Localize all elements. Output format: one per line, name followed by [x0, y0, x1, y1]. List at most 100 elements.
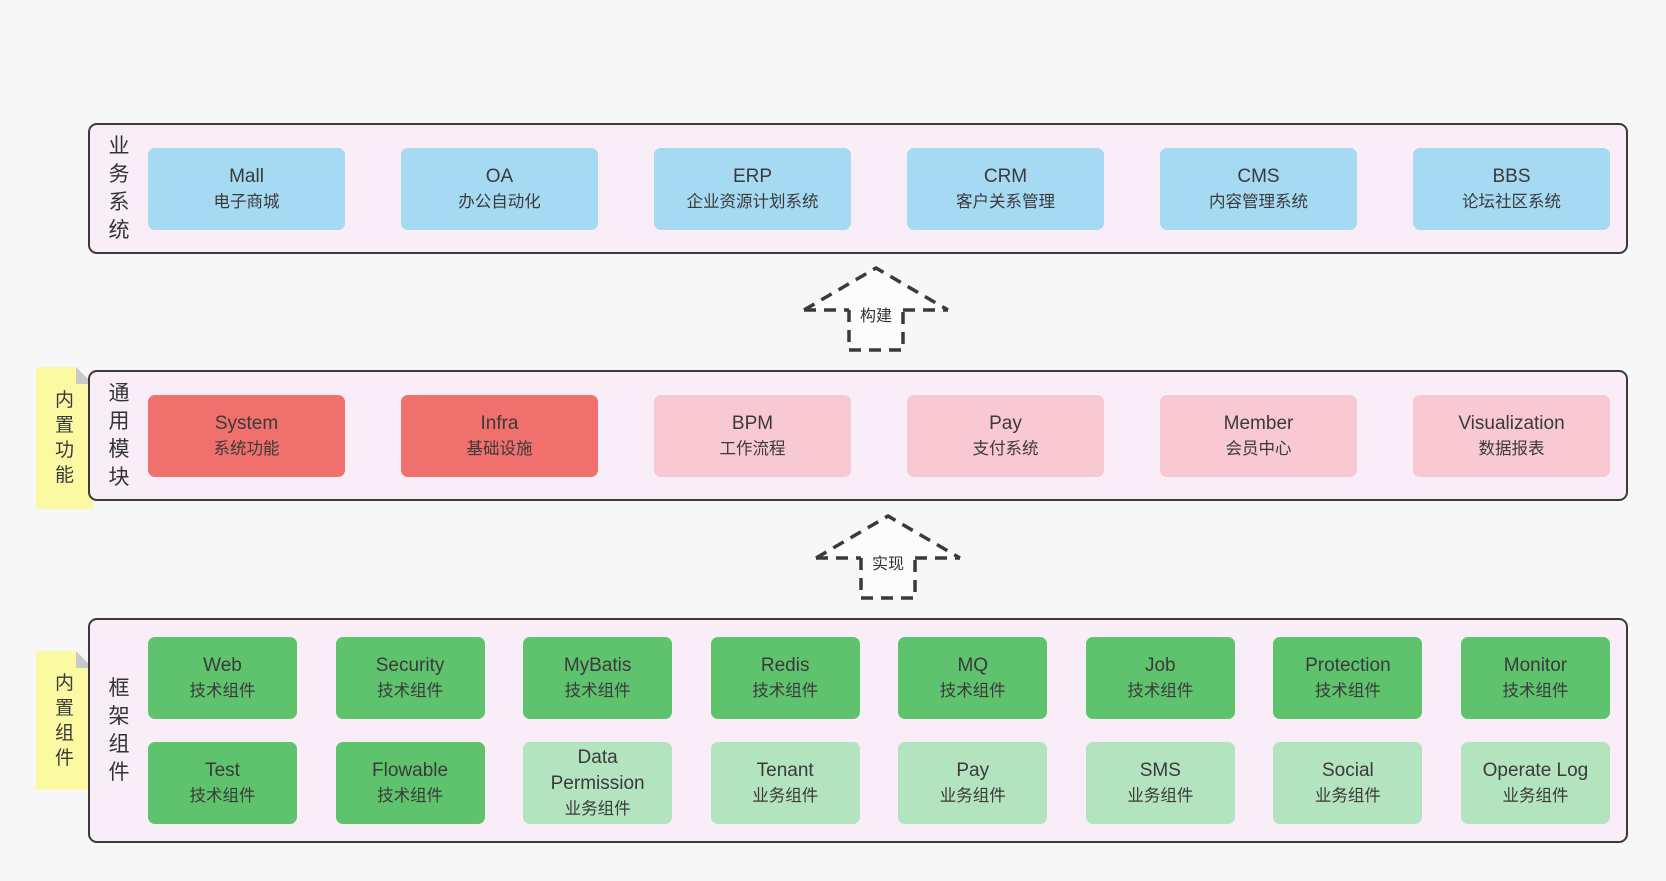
- box-title: SMS: [1139, 760, 1181, 781]
- box-flowable: Flowable 技术组件: [335, 742, 485, 824]
- box-title: Flowable: [372, 760, 449, 781]
- box-sms: SMS 业务组件: [1085, 742, 1235, 824]
- box-test: Test 技术组件: [148, 742, 297, 824]
- framework-grid: Web 技术组件 Security 技术组件 MyBatis 技术组件 Redi…: [148, 620, 1626, 841]
- layer-label: 业务系统: [90, 125, 148, 252]
- box-title: Pay: [989, 412, 1022, 434]
- box-redis: Redis 技术组件: [710, 637, 860, 719]
- box-title: ERP: [732, 165, 773, 187]
- box-title: Pay: [956, 760, 990, 781]
- box-subtitle: 办公自动化: [458, 192, 541, 211]
- box-title: Social: [1322, 760, 1374, 781]
- box-web: Web 技术组件: [148, 637, 297, 719]
- box-subtitle: 技术组件: [377, 682, 444, 700]
- box-crm: CRM 客户关系管理: [907, 147, 1104, 230]
- box-subtitle: 企业资源计划系统: [686, 192, 819, 211]
- box-subtitle: 技术组件: [1314, 682, 1381, 700]
- implement-arrow-label: 实现: [872, 555, 904, 573]
- sticky-note-built-in-components: 内置组件: [36, 651, 93, 790]
- box-title: Redis: [760, 655, 810, 676]
- box-title: MyBatis: [563, 655, 632, 676]
- box-title: CMS: [1237, 165, 1280, 187]
- box-operate-log: Operate Log 业务组件: [1460, 742, 1610, 824]
- box-subtitle: 技术组件: [1502, 682, 1569, 700]
- box-subtitle: 内容管理系统: [1209, 192, 1308, 211]
- box-title: Mall: [229, 165, 264, 187]
- framework-row-bottom: Test 技术组件 Flowable 技术组件 Data Permission …: [148, 742, 1610, 824]
- box-title: MQ: [957, 655, 989, 676]
- box-mybatis: MyBatis 技术组件: [523, 637, 673, 719]
- box-subtitle: 基础设施: [466, 439, 533, 458]
- box-job: Job 技术组件: [1085, 637, 1235, 719]
- build-arrow-icon: 构建: [803, 265, 949, 352]
- box-erp: ERP 企业资源计划系统: [654, 147, 851, 230]
- box-subtitle: 客户关系管理: [956, 192, 1055, 211]
- box-subtitle: 会员中心: [1225, 439, 1292, 458]
- box-bpm: BPM 工作流程: [654, 394, 851, 477]
- box-title: Test: [205, 760, 240, 781]
- box-title: System: [214, 412, 279, 434]
- box-title: Web: [203, 655, 242, 676]
- sticky-note-label: 内置组件: [54, 672, 74, 769]
- module-boxes: System 系统功能 Infra 基础设施 BPM 工作流程 Pay 支付系统…: [148, 372, 1626, 499]
- box-mall: Mall 电子商城: [148, 147, 345, 230]
- box-title: Data Permission: [550, 747, 645, 794]
- box-title: Visualization: [1458, 412, 1565, 434]
- box-oa: OA 办公自动化: [401, 147, 598, 230]
- box-subtitle: 业务组件: [564, 800, 631, 818]
- layer-label-text: 框架组件: [108, 676, 130, 784]
- layer-label: 框架组件: [90, 620, 148, 841]
- box-pay-component: Pay 业务组件: [898, 742, 1048, 824]
- box-subtitle: 技术组件: [564, 682, 631, 700]
- box-system: System 系统功能: [148, 394, 345, 477]
- box-title: Protection: [1305, 655, 1391, 676]
- box-subtitle: 技术组件: [752, 682, 819, 700]
- implement-arrow-icon: 实现: [815, 513, 961, 600]
- sticky-note-built-in-features: 内置功能: [36, 367, 93, 509]
- box-title: BPM: [731, 412, 774, 434]
- box-subtitle: 数据报表: [1478, 439, 1545, 458]
- sticky-note-label: 内置功能: [54, 390, 74, 486]
- box-title: Monitor: [1503, 655, 1568, 676]
- box-title: BBS: [1492, 165, 1531, 187]
- layer-label: 通用模块: [90, 372, 148, 499]
- box-title: Job: [1144, 655, 1176, 676]
- box-monitor: Monitor 技术组件: [1460, 637, 1610, 719]
- business-boxes: Mall 电子商城 OA 办公自动化 ERP 企业资源计划系统 CRM 客户关系…: [148, 125, 1626, 252]
- box-data-permission: Data Permission 业务组件: [523, 742, 673, 824]
- box-title: Infra: [480, 412, 519, 434]
- box-subtitle: 业务组件: [939, 787, 1006, 805]
- box-subtitle: 工作流程: [719, 439, 786, 458]
- box-subtitle: 业务组件: [752, 787, 819, 805]
- layer-framework-components: 框架组件 Web 技术组件 Security 技术组件 MyBatis 技术组件…: [88, 618, 1628, 843]
- build-arrow-label: 构建: [860, 307, 892, 325]
- layer-common-modules: 通用模块 System 系统功能 Infra 基础设施 BPM 工作流程 Pay…: [88, 370, 1628, 501]
- box-title: CRM: [983, 165, 1028, 187]
- framework-row-top: Web 技术组件 Security 技术组件 MyBatis 技术组件 Redi…: [148, 637, 1610, 719]
- box-subtitle: 技术组件: [189, 787, 256, 805]
- box-security: Security 技术组件: [335, 637, 485, 719]
- box-subtitle: 技术组件: [377, 787, 444, 805]
- box-infra: Infra 基础设施: [401, 394, 598, 477]
- box-protection: Protection 技术组件: [1273, 637, 1423, 719]
- box-title: Security: [375, 655, 445, 676]
- box-subtitle: 技术组件: [189, 682, 256, 700]
- box-cms: CMS 内容管理系统: [1160, 147, 1357, 230]
- box-title: Operate Log: [1482, 760, 1589, 781]
- layer-label-text: 业务系统: [108, 134, 130, 242]
- box-subtitle: 系统功能: [213, 439, 280, 458]
- box-subtitle: 技术组件: [939, 682, 1006, 700]
- box-tenant: Tenant 业务组件: [710, 742, 860, 824]
- box-subtitle: 业务组件: [1502, 787, 1569, 805]
- box-subtitle: 业务组件: [1127, 787, 1194, 805]
- box-title: Member: [1223, 412, 1294, 434]
- box-visualization: Visualization 数据报表: [1413, 394, 1610, 477]
- box-subtitle: 业务组件: [1314, 787, 1381, 805]
- box-bbs: BBS 论坛社区系统: [1413, 147, 1610, 230]
- box-subtitle: 电子商城: [213, 192, 280, 211]
- box-pay-system: Pay 支付系统: [907, 394, 1104, 477]
- box-subtitle: 支付系统: [972, 439, 1039, 458]
- box-social: Social 业务组件: [1273, 742, 1423, 824]
- layer-business-systems: 业务系统 Mall 电子商城 OA 办公自动化 ERP 企业资源计划系统 CRM…: [88, 123, 1628, 254]
